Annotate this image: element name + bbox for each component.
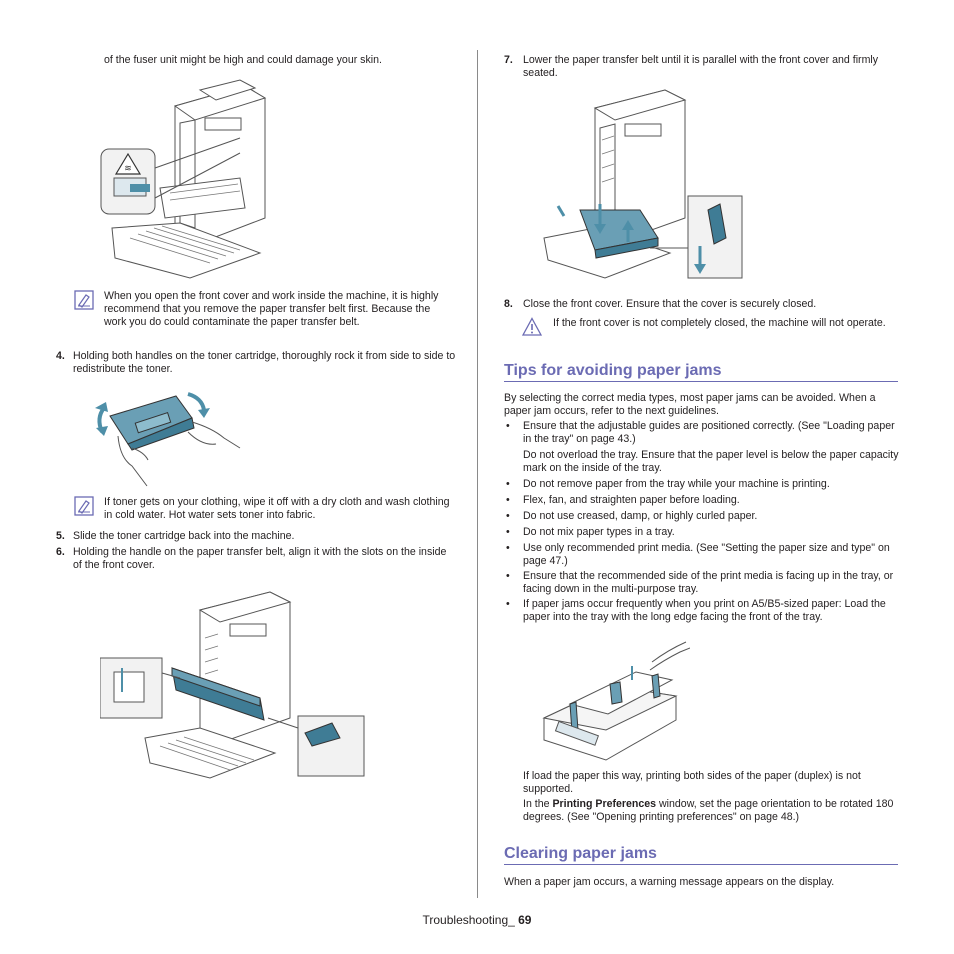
step-number: 4. bbox=[56, 350, 65, 362]
heading-rule bbox=[504, 381, 898, 382]
pref-suffix: window, set the page orientation to be r… bbox=[523, 798, 894, 823]
bullet-item: Use only recommended print media. (See "… bbox=[523, 542, 890, 567]
bullet-marker: • bbox=[506, 494, 510, 506]
section-heading-clearing: Clearing paper jams bbox=[504, 845, 657, 862]
note-toner-clothing: If toner gets on your clothing, wipe it … bbox=[104, 496, 450, 521]
bullet-marker: • bbox=[506, 420, 510, 432]
bullet-item: Flex, fan, and straighten paper before l… bbox=[523, 494, 740, 506]
bullet-item: Ensure that the adjustable guides are po… bbox=[523, 420, 895, 445]
bullet-item: Do not use creased, damp, or highly curl… bbox=[523, 510, 758, 522]
svg-text:≋: ≋ bbox=[124, 164, 132, 174]
caution-text: If the front cover is not completely clo… bbox=[553, 317, 886, 329]
bullet-item: Do not remove paper from the tray while … bbox=[523, 478, 830, 490]
step-4-text: Holding both handles on the toner cartri… bbox=[73, 350, 456, 375]
bullet-item: Ensure that the recommended side of the … bbox=[523, 570, 894, 595]
bullet-marker: • bbox=[506, 542, 510, 554]
duplex-text: If load the paper this way, printing bot… bbox=[523, 770, 861, 795]
bullet-marker: • bbox=[506, 598, 510, 610]
step-number: 5. bbox=[56, 530, 65, 542]
transfer-belt-insert-illustration bbox=[100, 591, 365, 779]
page-number: 69 bbox=[518, 913, 532, 927]
pref-prefix: In the bbox=[523, 798, 553, 810]
fuser-warning-illustration: ≋ bbox=[100, 79, 267, 279]
bullet-item: Do not mix paper types in a tray. bbox=[523, 526, 675, 538]
step-number: 7. bbox=[504, 54, 513, 66]
note-icon bbox=[74, 496, 94, 516]
tips-intro: By selecting the correct media types, mo… bbox=[504, 392, 876, 417]
step-number: 6. bbox=[56, 546, 65, 558]
bullet-marker: • bbox=[506, 570, 510, 582]
page-footer: Troubleshooting_ 69 bbox=[0, 914, 954, 927]
note-remove-belt: When you open the front cover and work i… bbox=[104, 290, 439, 328]
bullet-marker: • bbox=[506, 526, 510, 538]
section-heading-tips: Tips for avoiding paper jams bbox=[504, 362, 722, 379]
bullet-item: If paper jams occur frequently when you … bbox=[523, 598, 886, 623]
bullet-marker: • bbox=[506, 478, 510, 490]
clearing-text: When a paper jam occurs, a warning messa… bbox=[504, 876, 835, 888]
overload-text: Do not overload the tray. Ensure that th… bbox=[523, 449, 899, 474]
footer-label: Troubleshooting_ bbox=[422, 913, 519, 927]
step-6-text: Holding the handle on the paper transfer… bbox=[73, 546, 447, 571]
bullet-marker: • bbox=[506, 510, 510, 522]
step-number: 8. bbox=[504, 298, 513, 310]
step-5-text: Slide the toner cartridge back into the … bbox=[73, 530, 295, 542]
paper-tray-illustration bbox=[542, 641, 690, 761]
step-8-text: Close the front cover. Ensure that the c… bbox=[523, 298, 817, 310]
transfer-belt-lower-illustration bbox=[543, 89, 743, 279]
preferences-text: In the Printing Preferences window, set … bbox=[523, 798, 901, 824]
printing-preferences-label: Printing Preferences bbox=[552, 798, 657, 810]
column-divider bbox=[477, 50, 478, 898]
toner-rocking-illustration bbox=[95, 392, 241, 487]
heading-rule bbox=[504, 864, 898, 865]
caution-icon bbox=[522, 317, 542, 336]
note-icon bbox=[74, 290, 94, 310]
step-7-text: Lower the paper transfer belt until it i… bbox=[523, 54, 879, 79]
intro-text: of the fuser unit might be high and coul… bbox=[104, 54, 382, 66]
